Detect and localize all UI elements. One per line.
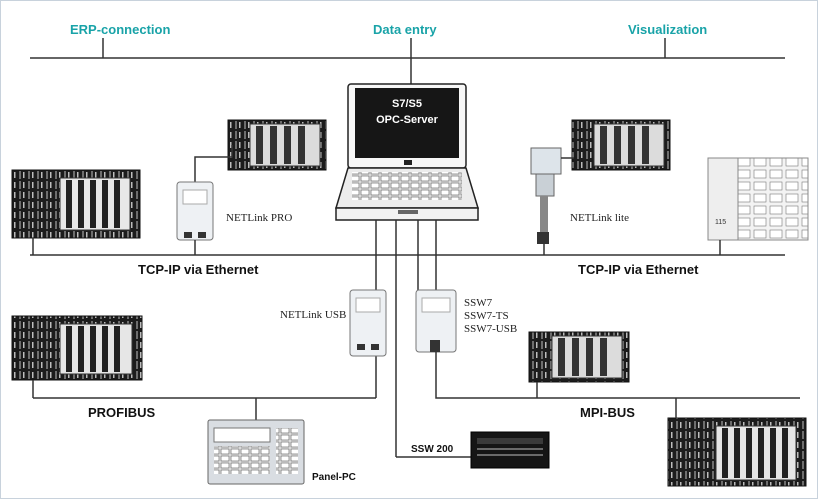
right-white-rack: 115 [707,157,809,241]
data-entry-label: Data entry [373,22,437,37]
mpi-plc [528,331,630,383]
netlink-pro-label: NETLink PRO [226,212,293,224]
ssw7-label: SSW7 [464,297,493,309]
panel-pc-label: Panel-PC [312,472,356,483]
netlink-usb-device [349,289,387,357]
plc-top-right [571,119,671,171]
plc-top-left [227,119,327,171]
mpi-bus-line [435,352,800,399]
laptop-screen: S7/S5 OPC-Server [355,88,459,166]
netlink-usb-label: NETLink USB [280,309,347,321]
bottom-right-rack [667,417,807,487]
laptop-screen-line1: S7/S5 [392,98,422,110]
ssw7-ts-label: SSW7-TS [464,310,509,322]
laptop-opc-server [334,83,480,221]
tcpip-right-label: TCP-IP via Ethernet [578,262,699,277]
ssw200-device [470,431,550,469]
erp-connection-label: ERP-connection [70,22,171,37]
left-plc-rack [11,169,141,239]
tcpip-left-label: TCP-IP via Ethernet [138,262,259,277]
panel-pc-device [207,419,305,485]
visualization-label: Visualization [628,22,708,37]
ssw7-device [415,289,457,353]
lower-left-rack [11,315,143,381]
svg-text:115: 115 [715,219,726,226]
netlink-pro-plc-link [194,145,233,183]
ssw200-label: SSW 200 [411,444,454,455]
laptop-screen-line2: OPC-Server [376,114,438,126]
profibus-label: PROFIBUS [88,405,156,420]
netlink-lite-device [530,147,562,244]
mpi-bus-label: MPI-BUS [580,405,635,420]
netlink-pro-device [176,181,214,241]
ssw7-usb-label: SSW7-USB [464,323,518,335]
netlink-lite-label: NETLink lite [570,212,629,224]
